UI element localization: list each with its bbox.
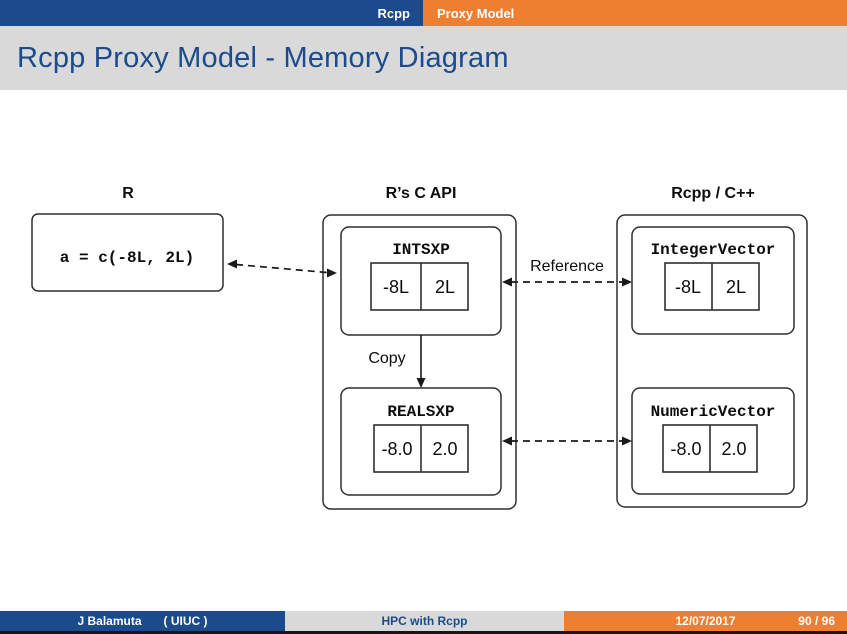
realsxp-cell-0: -8.0 <box>381 439 412 459</box>
integer-vector-cell-0: -8L <box>675 277 701 297</box>
footer-deck-title: HPC with Rcpp <box>381 614 468 628</box>
diagram-area: R R’s C API Rcpp / C++ a = c(-8L, 2L) IN… <box>0 90 847 611</box>
r-to-capi-arrowhead-right <box>327 268 337 278</box>
realsxp-label: REALSXP <box>387 403 454 421</box>
header-nav-bar: Rcpp Proxy Model <box>0 0 847 26</box>
r-code-text: a = c(-8L, 2L) <box>60 249 194 267</box>
numeric-vector-label: NumericVector <box>651 403 776 421</box>
r-code-box <box>31 213 224 292</box>
column-heading-rcpp: Rcpp / C++ <box>671 185 755 202</box>
r-to-capi-arrow <box>235 263 328 274</box>
footer-author: J Balamuta <box>77 614 142 628</box>
tab-rcpp[interactable]: Rcpp <box>0 0 423 26</box>
realsxp-to-numeric-arrowhead-left <box>502 436 512 446</box>
numeric-vector-cell-0: -8.0 <box>670 439 701 459</box>
numeric-vector-cell-1: 2.0 <box>721 439 746 459</box>
footer-date: 12/07/2017 <box>675 614 736 628</box>
copy-arrowhead <box>416 378 426 388</box>
footer-affiliation: ( UIUC ) <box>163 614 208 628</box>
integer-vector-label: IntegerVector <box>651 241 776 259</box>
tab-proxy-model[interactable]: Proxy Model <box>423 0 847 26</box>
footer: J Balamuta ( UIUC ) HPC with Rcpp 12/07/… <box>0 611 847 631</box>
intsxp-cells <box>370 262 469 311</box>
intsxp-cell-0: -8L <box>383 277 409 297</box>
slide-title: Rcpp Proxy Model - Memory Diagram <box>17 41 509 74</box>
reference-arrowhead-left <box>502 277 512 287</box>
title-band: Rcpp Proxy Model - Memory Diagram <box>0 26 847 90</box>
realsxp-to-numeric-arrowhead-right <box>622 436 632 446</box>
tab-rcpp-label: Rcpp <box>377 5 411 21</box>
reference-arrowhead-right <box>622 277 632 287</box>
intsxp-cell-1: 2L <box>435 277 455 297</box>
footer-date-section: 12/07/2017 90 / 96 <box>564 611 847 631</box>
copy-label: Copy <box>368 350 405 367</box>
memory-diagram: R R’s C API Rcpp / C++ a = c(-8L, 2L) IN… <box>31 185 808 510</box>
footer-deck-section: HPC with Rcpp <box>285 611 564 631</box>
intsxp-label: INTSXP <box>392 241 450 259</box>
footer-author-section: J Balamuta ( UIUC ) <box>0 611 285 631</box>
r-to-capi-arrowhead-left <box>227 259 237 269</box>
footer-page-number: 90 / 96 <box>798 614 835 628</box>
reference-label: Reference <box>530 258 604 275</box>
realsxp-cell-1: 2.0 <box>432 439 457 459</box>
tab-proxy-model-label: Proxy Model <box>437 5 515 21</box>
bottom-edge-bar <box>0 631 847 634</box>
column-heading-c-api: R’s C API <box>386 185 457 202</box>
column-heading-r: R <box>122 185 134 202</box>
integer-vector-cell-1: 2L <box>726 277 746 297</box>
